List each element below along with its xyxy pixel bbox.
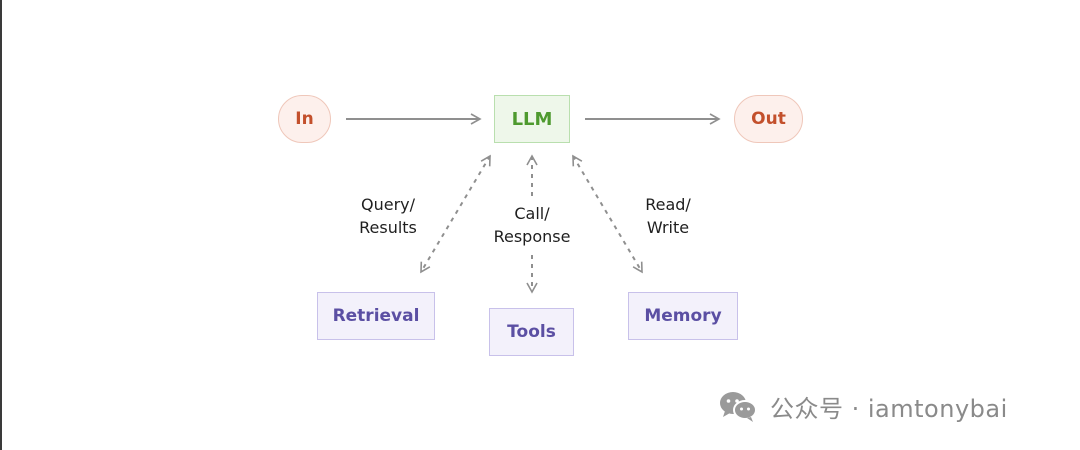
wechat-icon — [720, 392, 757, 422]
label-read-write-line1: Read/ — [645, 195, 691, 214]
tools-node: Tools — [489, 308, 574, 356]
label-query-results-line2: Results — [359, 218, 417, 237]
label-query-results-line1: Query/ — [360, 195, 415, 214]
label-read-write-line2: Write — [646, 218, 690, 237]
output-node: Out — [734, 95, 803, 143]
watermark-text: 公众号 · iamtonybai — [770, 394, 1008, 423]
label-call-response-line1: Call/ — [514, 204, 550, 223]
label-read-write: Read/ Write — [620, 193, 716, 239]
llm-node: LLM — [494, 95, 570, 143]
label-call-response-line2: Response — [493, 227, 571, 246]
label-call-response: Call/ Response — [484, 202, 580, 248]
label-query-results: Query/ Results — [340, 193, 436, 239]
watermark: 公众号 · iamtonybai — [718, 388, 1008, 424]
memory-node: Memory — [628, 292, 738, 340]
left-border — [0, 0, 2, 450]
input-node: In — [278, 95, 331, 143]
retrieval-node: Retrieval — [317, 292, 435, 340]
